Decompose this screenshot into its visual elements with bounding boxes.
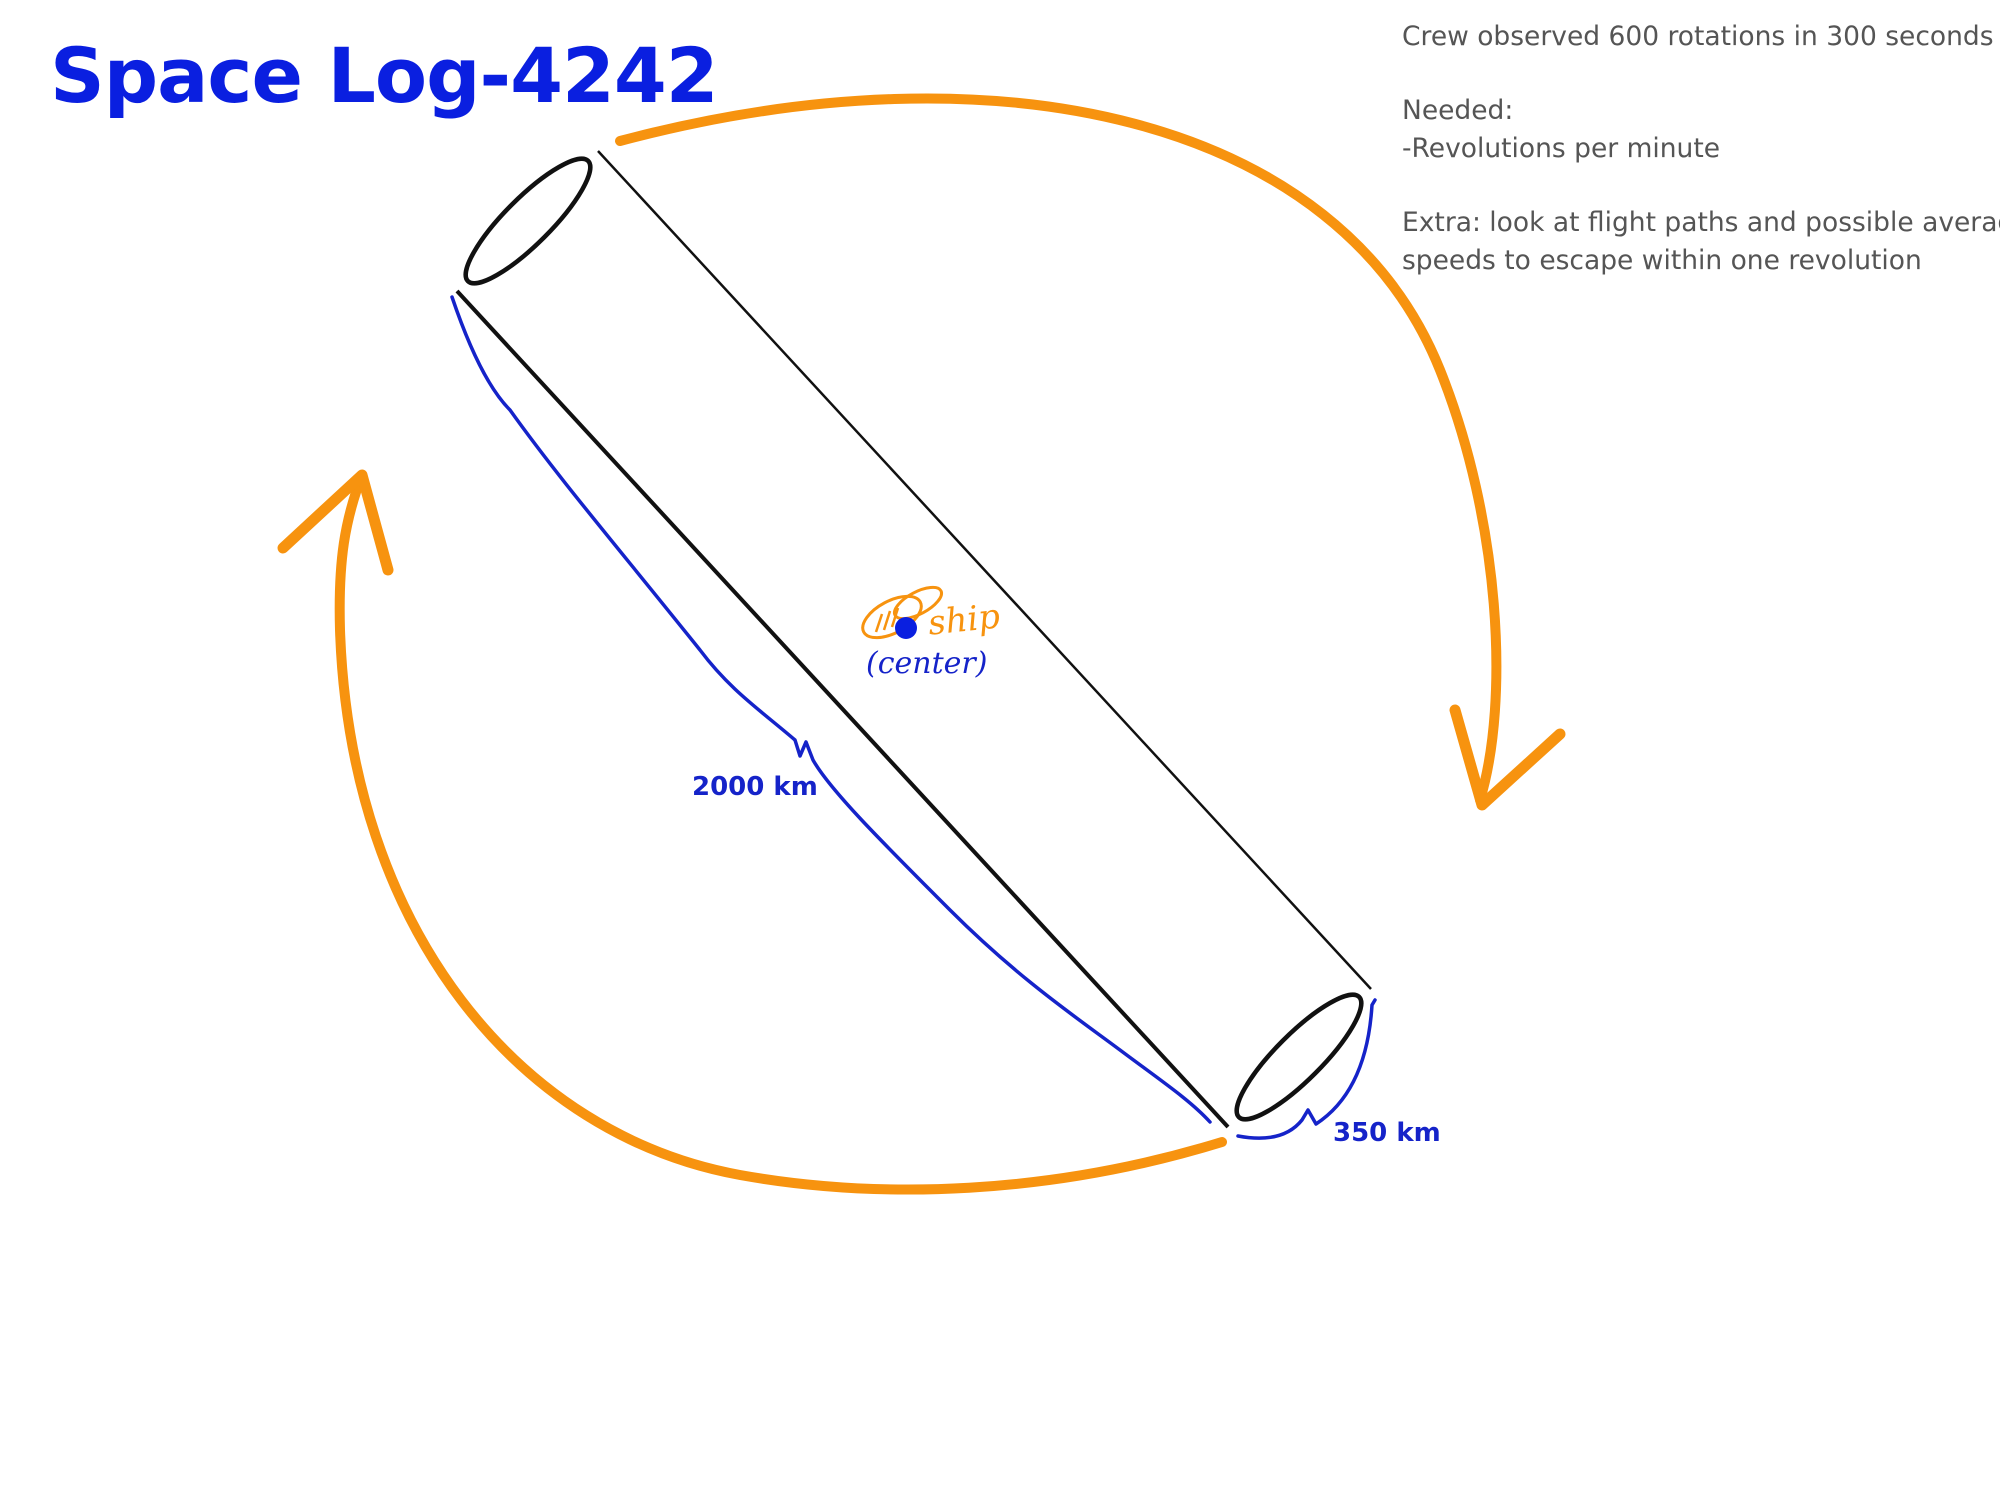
center-label: (center) [866, 646, 988, 681]
length-brace [450, 295, 1212, 1124]
notes-spacer [1402, 56, 2000, 92]
spaceship-icon [861, 585, 944, 640]
cylinder-bottom-end [1234, 992, 1364, 1122]
extra-note-line-2: speeds to escape within one revolution [1402, 245, 1922, 276]
diameter-label: 350 km [1333, 1118, 1441, 1148]
cylinder-top-end [463, 156, 593, 286]
extra-note-line-1: Extra: look at flight paths and possible… [1402, 207, 2000, 238]
needed-item: -Revolutions per minute [1402, 133, 1721, 164]
rotation-arrow-bottom [277, 469, 1227, 1195]
cylinder-side-lower [455, 289, 1230, 1129]
page-title: Space Log-4242 [50, 31, 719, 120]
cylinder-station [455, 150, 1372, 1129]
cylinder-side-upper [597, 150, 1372, 990]
rotation-arrow-top [615, 93, 1566, 811]
ship-center-dot [895, 617, 917, 639]
arrowhead-top-icon [1449, 704, 1566, 811]
ship-stripe-2 [882, 610, 892, 631]
notes-spacer [1402, 168, 2000, 204]
arrowhead-bottom-icon [277, 469, 394, 576]
diameter-brace [1236, 998, 1377, 1140]
observation-note: Crew observed 600 rotations in 300 secon… [1402, 21, 1994, 52]
length-label: 2000 km [692, 772, 818, 802]
notes-panel: Crew observed 600 rotations in 300 secon… [1402, 18, 2000, 280]
ship-stripe-1 [874, 613, 884, 633]
rotation-arc-top [615, 93, 1502, 805]
needed-heading: Needed: [1402, 95, 1514, 126]
ship-label: ship [926, 596, 1002, 644]
rotation-arc-bottom [334, 470, 1227, 1195]
ship-stripe-3 [890, 607, 900, 628]
